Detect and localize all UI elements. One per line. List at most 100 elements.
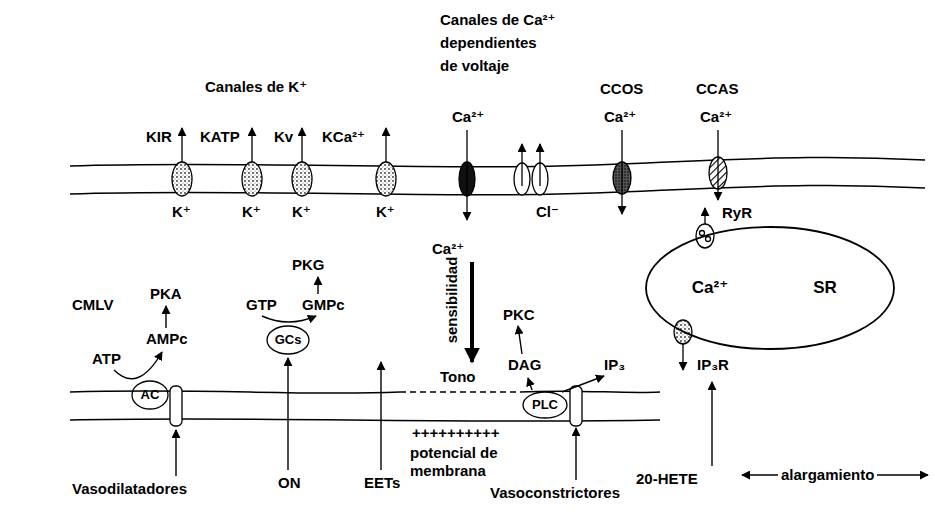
node-subtext: SR (813, 278, 837, 298)
molecule-label: ATP (92, 350, 121, 368)
stimulus-label: 20-HETE (636, 470, 698, 488)
ryanodine-receptor (696, 208, 714, 248)
potassium-channel (385, 128, 386, 162)
ion-label: Ca²⁺ (452, 108, 484, 126)
store-operated-channel (621, 130, 622, 214)
potassium-channel (376, 162, 396, 196)
signal-arrow (562, 376, 604, 392)
chloride-channel (521, 144, 522, 186)
channel-name: CCAS (696, 80, 739, 98)
enzyme-oval-outline (267, 326, 309, 354)
membrane-receptor (170, 386, 582, 426)
molecule-label: AMPc (146, 330, 188, 348)
signal-arrow (380, 362, 381, 470)
ion-label: K⁺ (292, 203, 311, 221)
signal-arrow (518, 326, 522, 354)
organelle-ellipse-outline (645, 226, 895, 350)
vertical-label: sensibilidad (443, 257, 461, 344)
calcium-tone-arrow (470, 262, 474, 362)
signal-arrow (262, 316, 316, 322)
channel-name: RyR (722, 204, 752, 222)
node-text: Ca²⁺ (692, 278, 728, 298)
signal-arrow (287, 358, 288, 470)
channel-name: KATP (200, 128, 240, 146)
node-text: PLC (532, 398, 558, 413)
store-operated-channel (613, 130, 631, 214)
potassium-channel (242, 162, 262, 196)
charge-label: ++++++++++ (412, 424, 500, 442)
potassium-channel (172, 162, 192, 196)
ion-label: K⁺ (172, 203, 191, 221)
molecule-label: DAG (508, 356, 541, 374)
potassium-channel (172, 128, 396, 196)
enzyme-oval: GCs (266, 325, 310, 355)
signal-arrow (528, 378, 532, 390)
stretch-activated-channel (709, 130, 727, 200)
effect-label: Tono (440, 368, 476, 386)
voltage-calcium-channel (459, 130, 475, 220)
channel-name: KIR (146, 128, 172, 146)
molecule-label: GTP (246, 296, 277, 314)
kinase-label: PKA (150, 285, 182, 303)
signal-arrow (114, 277, 928, 480)
enzyme-oval: AC (131, 380, 169, 410)
stretch-activated-channel (717, 130, 718, 200)
signal-arrow (114, 352, 162, 379)
signal-arrow (165, 306, 166, 328)
potassium-channel (181, 128, 182, 162)
plasma-membrane-bottom (400, 391, 520, 393)
ip3-receptor (682, 344, 683, 370)
ion-label: Cl⁻ (536, 203, 559, 221)
ion-label: Ca²⁺ (432, 240, 464, 258)
channel-name: Kv (274, 128, 293, 146)
ion-label: K⁺ (242, 203, 261, 221)
channel-name: CCOS (600, 80, 643, 98)
enzyme-oval-outline (132, 381, 168, 409)
signal-arrow (711, 382, 712, 466)
membrane-receptor (570, 386, 582, 426)
membrane-receptor (170, 386, 182, 426)
chloride-channel (514, 144, 548, 195)
stimulus-label: EETs (364, 474, 400, 492)
plasma-membrane-bottom (70, 391, 400, 393)
ion-label: K⁺ (376, 203, 395, 221)
stimulus-label: ON (278, 474, 301, 492)
enzyme-oval-outline (523, 392, 567, 418)
stimulus-label: Vasoconstrictores (490, 484, 620, 502)
molecule-label: IP₃ (604, 356, 625, 374)
voltage-calcium-channel (466, 130, 467, 220)
plasma-membrane-top (70, 157, 925, 194)
stimulus-label: alargamiento (778, 466, 877, 484)
node-text: AC (141, 388, 160, 403)
effect-label: potencial de membrana (410, 444, 522, 480)
stimulus-label: Vasodilatadores (72, 480, 187, 498)
cell-label: CMLV (72, 296, 113, 314)
ryanodine-receptor (700, 231, 705, 236)
enzyme-oval: PLC (522, 391, 568, 419)
molecule-label: GMPc (302, 296, 345, 314)
signal-arrow (317, 277, 318, 294)
kinase-label: PKC (503, 306, 535, 324)
organelle-ellipse-outline (646, 227, 894, 349)
channel-name: IP₃R (697, 356, 729, 374)
ryanodine-receptor (706, 237, 711, 242)
signal-arrow (175, 430, 176, 476)
signal-arrow (575, 428, 576, 480)
potassium-channel (301, 128, 302, 162)
section-heading: Canales de Ca²⁺ dependientes de voltaje (440, 8, 558, 77)
plasma-membrane-top (70, 157, 925, 166)
organelle-ellipse: Ca²⁺ SR (645, 226, 895, 350)
node-text: GCs (275, 333, 302, 348)
plasma-membrane-top (70, 185, 925, 194)
channel-name: KCa²⁺ (322, 128, 365, 146)
ryanodine-receptor (704, 208, 705, 224)
potassium-channel (251, 128, 252, 162)
calcium-tone-arrow (472, 262, 473, 362)
ion-label: Ca²⁺ (700, 108, 732, 126)
ion-label: Ca²⁺ (604, 108, 636, 126)
chloride-channel (539, 144, 540, 186)
section-heading: Canales de K⁺ (205, 78, 307, 96)
potassium-channel (292, 162, 312, 196)
kinase-label: PKG (292, 256, 325, 274)
